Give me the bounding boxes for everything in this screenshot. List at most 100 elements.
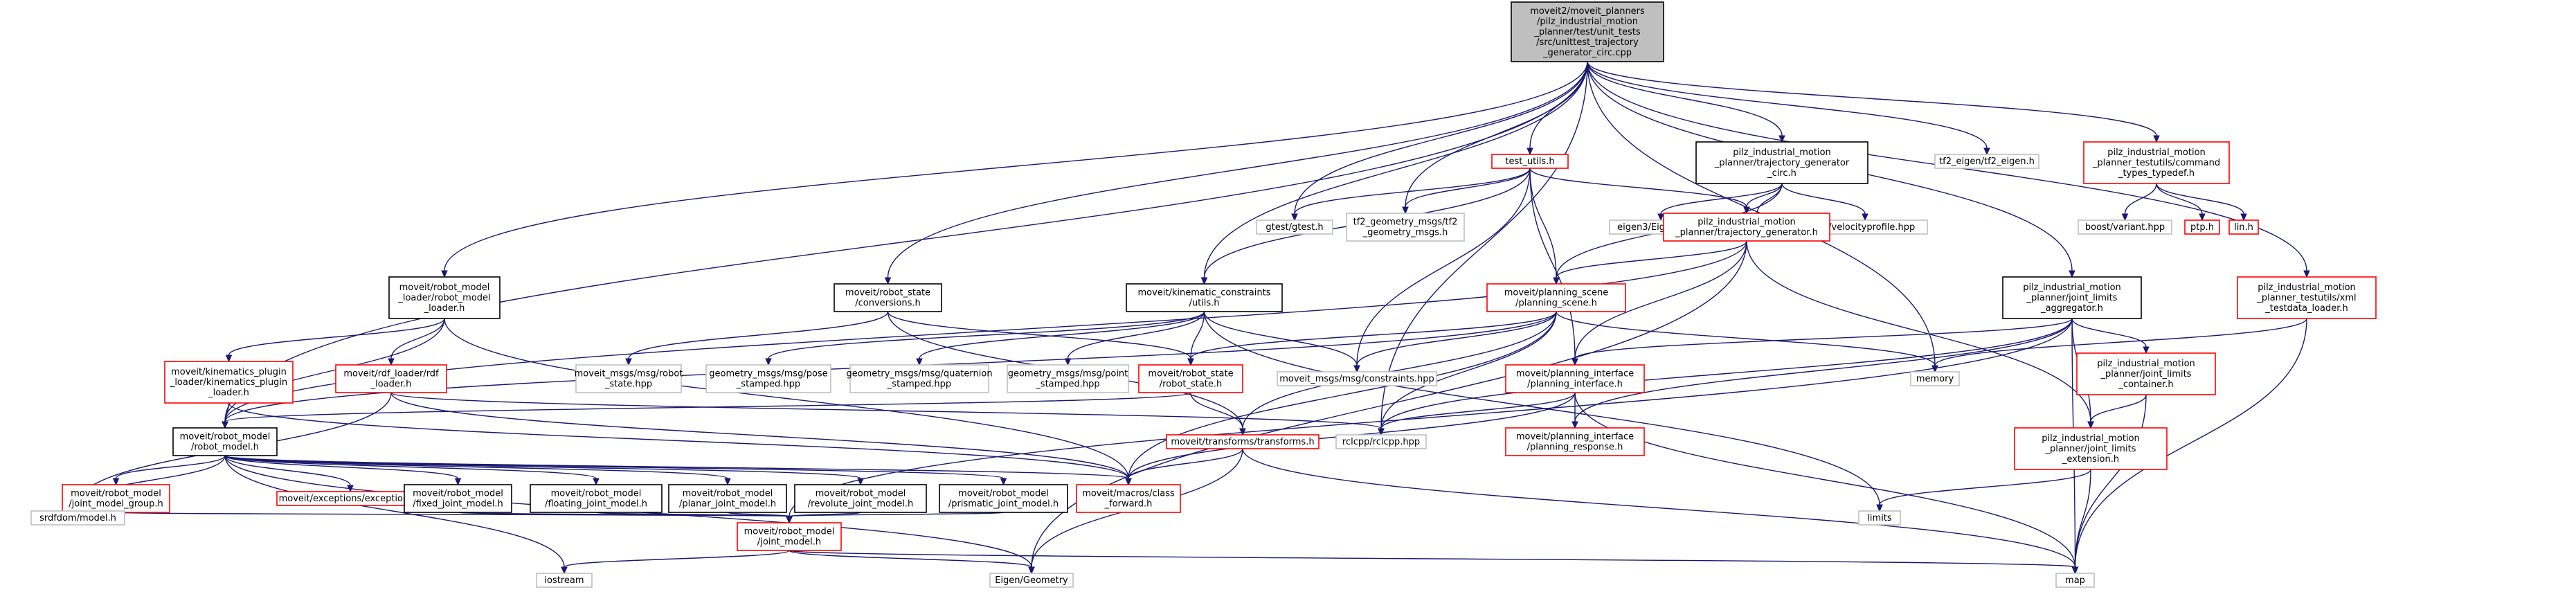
edge-line (390, 392, 1382, 429)
node-label-line: _planner/joint_limits (2026, 293, 2118, 303)
node-floating_jm[interactable]: moveit/robot_model/floating_joint_model.… (530, 484, 663, 513)
edge-line (1934, 318, 2307, 366)
node-rs_conv[interactable]: moveit/robot_state/conversions.h (834, 283, 942, 312)
edge-rdf_loader-to-rclcpp (390, 392, 1385, 436)
edge-line (1242, 448, 2076, 568)
node-lin[interactable]: lin.h (2228, 219, 2259, 235)
node-box (1166, 434, 1319, 449)
node-label-line: /src/unittest_trajectory (1536, 37, 1639, 48)
node-tf2_geom[interactable]: tf2_geometry_msgs/tf2_geometry_msgs.h (1346, 213, 1465, 242)
edge-line (2090, 394, 2147, 422)
node-label-line: _extension.h (2062, 454, 2119, 465)
edge-line (2074, 394, 2147, 568)
node-transforms[interactable]: moveit/transforms/transforms.h (1166, 434, 1319, 449)
node-jl_container[interactable]: pilz_industrial_motion_planner/joint_lim… (2076, 352, 2216, 395)
node-label-line: moveit/planning_scene (1504, 288, 1608, 298)
node-box (2078, 219, 2172, 235)
node-planar_jm[interactable]: moveit/robot_model/planar_joint_model.h (668, 484, 787, 513)
node-tg[interactable]: pilz_industrial_motion_planner/trajector… (1663, 213, 1830, 242)
edge-line (1405, 168, 1531, 208)
node-rclcpp[interactable]: rclcpp/rclcpp.hpp (1335, 434, 1427, 449)
node-map[interactable]: map (2055, 573, 2095, 588)
edge-line (727, 512, 790, 517)
edge-test_utils-to-constraints (1353, 168, 1531, 373)
node-planning_interface[interactable]: moveit/planning_interface/planning_inter… (1505, 364, 1645, 393)
node-box (1934, 154, 2039, 169)
node-tf2_eigen[interactable]: tf2_eigen/tf2_eigen.h (1934, 154, 2039, 169)
node-memory[interactable]: memory (1910, 371, 1960, 386)
node-boost_variant[interactable]: boost/variant.hpp (2078, 219, 2172, 235)
edge-line (1190, 311, 1205, 359)
edge-line (2156, 183, 2203, 215)
node-label-line: _loader.h (208, 388, 249, 398)
node-point_stamped[interactable]: geometry_msgs/msg/point_stamped.hpp (1007, 364, 1129, 393)
edge-arrowhead (1571, 421, 1578, 429)
node-box (1256, 219, 1333, 235)
node-exceptions[interactable]: moveit/exceptions/exceptions.h (276, 491, 424, 506)
node-pose_stamped[interactable]: geometry_msgs/msg/pose_stamped.hpp (705, 364, 831, 393)
edge-rml_loader-to-rdf_loader (388, 318, 445, 366)
node-robot_state_msg[interactable]: moveit_msgs/msg/robot_state.hpp (575, 364, 683, 393)
node-box (1910, 371, 1960, 386)
edge-line (628, 311, 889, 359)
edge-root-to-tg_circ (1587, 61, 1785, 143)
edge-line (887, 311, 1191, 359)
edge-line (1128, 448, 1243, 479)
node-robot_state[interactable]: moveit/robot_state/robot_state.h (1138, 364, 1243, 393)
node-box (989, 573, 1074, 588)
node-class_forward[interactable]: moveit/macros/class_forward.h (1076, 484, 1181, 513)
node-limits[interactable]: limits (1858, 510, 1901, 526)
node-prismatic_jm[interactable]: moveit/robot_model/prismatic_joint_model… (939, 484, 1068, 513)
edge-root-to-rml_loader (441, 61, 1588, 278)
edge-line (2071, 318, 2147, 348)
node-fixed_jm[interactable]: moveit/robot_model/fixed_joint_model.h (404, 484, 512, 513)
node-box (834, 283, 942, 312)
node-jl_ext[interactable]: pilz_industrial_motion_planner/joint_lim… (2014, 427, 2168, 470)
node-xml_loader[interactable]: pilz_industrial_motion_planner_testutils… (2237, 276, 2377, 319)
edge-line (1529, 168, 1576, 359)
edge-arrowhead (1187, 358, 1194, 366)
node-ptp[interactable]: ptp.h (2184, 219, 2220, 235)
node-constraints[interactable]: moveit_msgs/msg/constraints.hpp (1277, 371, 1437, 386)
node-box (849, 364, 989, 393)
node-label-line: moveit/robot_state (845, 288, 930, 298)
node-label-line: iostream (544, 575, 584, 586)
node-kc_utils[interactable]: moveit/kinematic_constraints/utils.h (1126, 283, 1283, 312)
node-planning_scene[interactable]: moveit/planning_scene/planning_scene.h (1486, 283, 1626, 312)
edge-root-to-cmd_types (1587, 61, 2160, 143)
edge-arrowhead (1553, 277, 1560, 285)
node-gtest[interactable]: gtest/gtest.h (1256, 219, 1333, 235)
node-test_utils[interactable]: test_utils.h (1491, 154, 1569, 169)
edge-arrowhead (916, 358, 923, 366)
node-box (1007, 364, 1129, 393)
edge-arrowhead (388, 358, 395, 366)
node-cmd_types[interactable]: pilz_industrial_motion_planner_testutils… (2083, 141, 2230, 184)
node-kin_plugin[interactable]: moveit/kinematics_plugin_loader/kinemati… (164, 361, 294, 404)
node-label-line: rclcpp/rclcpp.hpp (1342, 437, 1420, 447)
node-label-line: /planning_scene.h (1515, 298, 1597, 309)
node-srdfdom[interactable]: srdfdom/model.h (30, 510, 125, 526)
node-rml_loader[interactable]: moveit/robot_model_loader/robot_model_lo… (388, 276, 501, 319)
node-label-line: moveit/exceptions/exceptions.h (279, 494, 422, 504)
node-box (1138, 364, 1243, 393)
node-planning_response[interactable]: moveit/planning_interface/planning_respo… (1505, 427, 1645, 456)
node-eigen_geometry[interactable]: Eigen/Geometry (989, 573, 1074, 588)
node-robot_model[interactable]: moveit/robot_model/robot_model.h (172, 427, 278, 456)
edge-line (224, 455, 459, 479)
node-joint_model[interactable]: moveit/robot_model/joint_model.h (737, 522, 842, 551)
node-label-line: /joint_model_group.h (69, 499, 163, 510)
node-revolute_jm[interactable]: moveit/robot_model/revolute_joint_model.… (794, 484, 927, 513)
node-tg_circ[interactable]: pilz_industrial_motion_planner/trajector… (1695, 141, 1868, 184)
edge-robot_model-to-jmg (112, 455, 226, 486)
node-label-line: /planning_response.h (1527, 442, 1623, 453)
node-jmg[interactable]: moveit/robot_model/joint_model_group.h (62, 484, 170, 513)
node-quat_stamped[interactable]: geometry_msgs/msg/quaternion_stamped.hpp (846, 364, 993, 393)
node-label-line: moveit/robot_model (744, 527, 835, 537)
node-iostream[interactable]: iostream (536, 573, 593, 588)
edge-arrowhead (222, 421, 228, 429)
node-jl_agg[interactable]: pilz_industrial_motion_planner/joint_lim… (2002, 276, 2142, 319)
node-label-line: moveit/planning_interface (1516, 369, 1634, 379)
node-rdf_loader[interactable]: moveit/rdf_loader/rdf_loader.h (335, 364, 447, 393)
node-box (1663, 213, 1830, 242)
edge-line (224, 455, 565, 568)
